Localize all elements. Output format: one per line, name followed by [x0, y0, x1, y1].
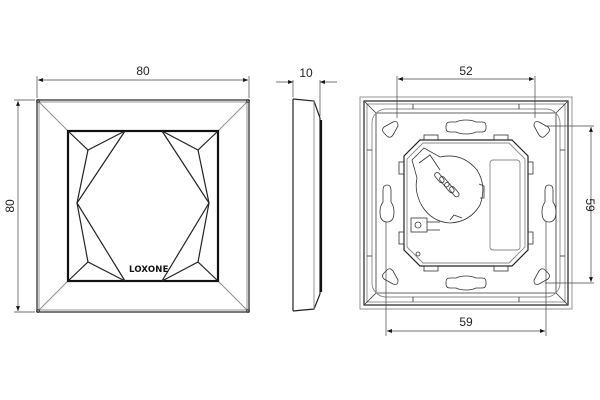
- front-width-dimension: 80: [136, 64, 150, 78]
- back-top-dimension: 52: [459, 64, 473, 78]
- back-right-dimension: 59: [583, 198, 597, 212]
- back-view: 52 59 59: [359, 64, 597, 336]
- front-view: LOXONE 80 80: [3, 64, 250, 313]
- back-bottom-dimension: 59: [459, 315, 473, 329]
- brand-logo: LOXONE: [129, 265, 169, 275]
- side-depth-dimension: 10: [299, 66, 313, 80]
- front-height-dimension: 80: [3, 199, 17, 213]
- side-view: 10: [276, 66, 337, 312]
